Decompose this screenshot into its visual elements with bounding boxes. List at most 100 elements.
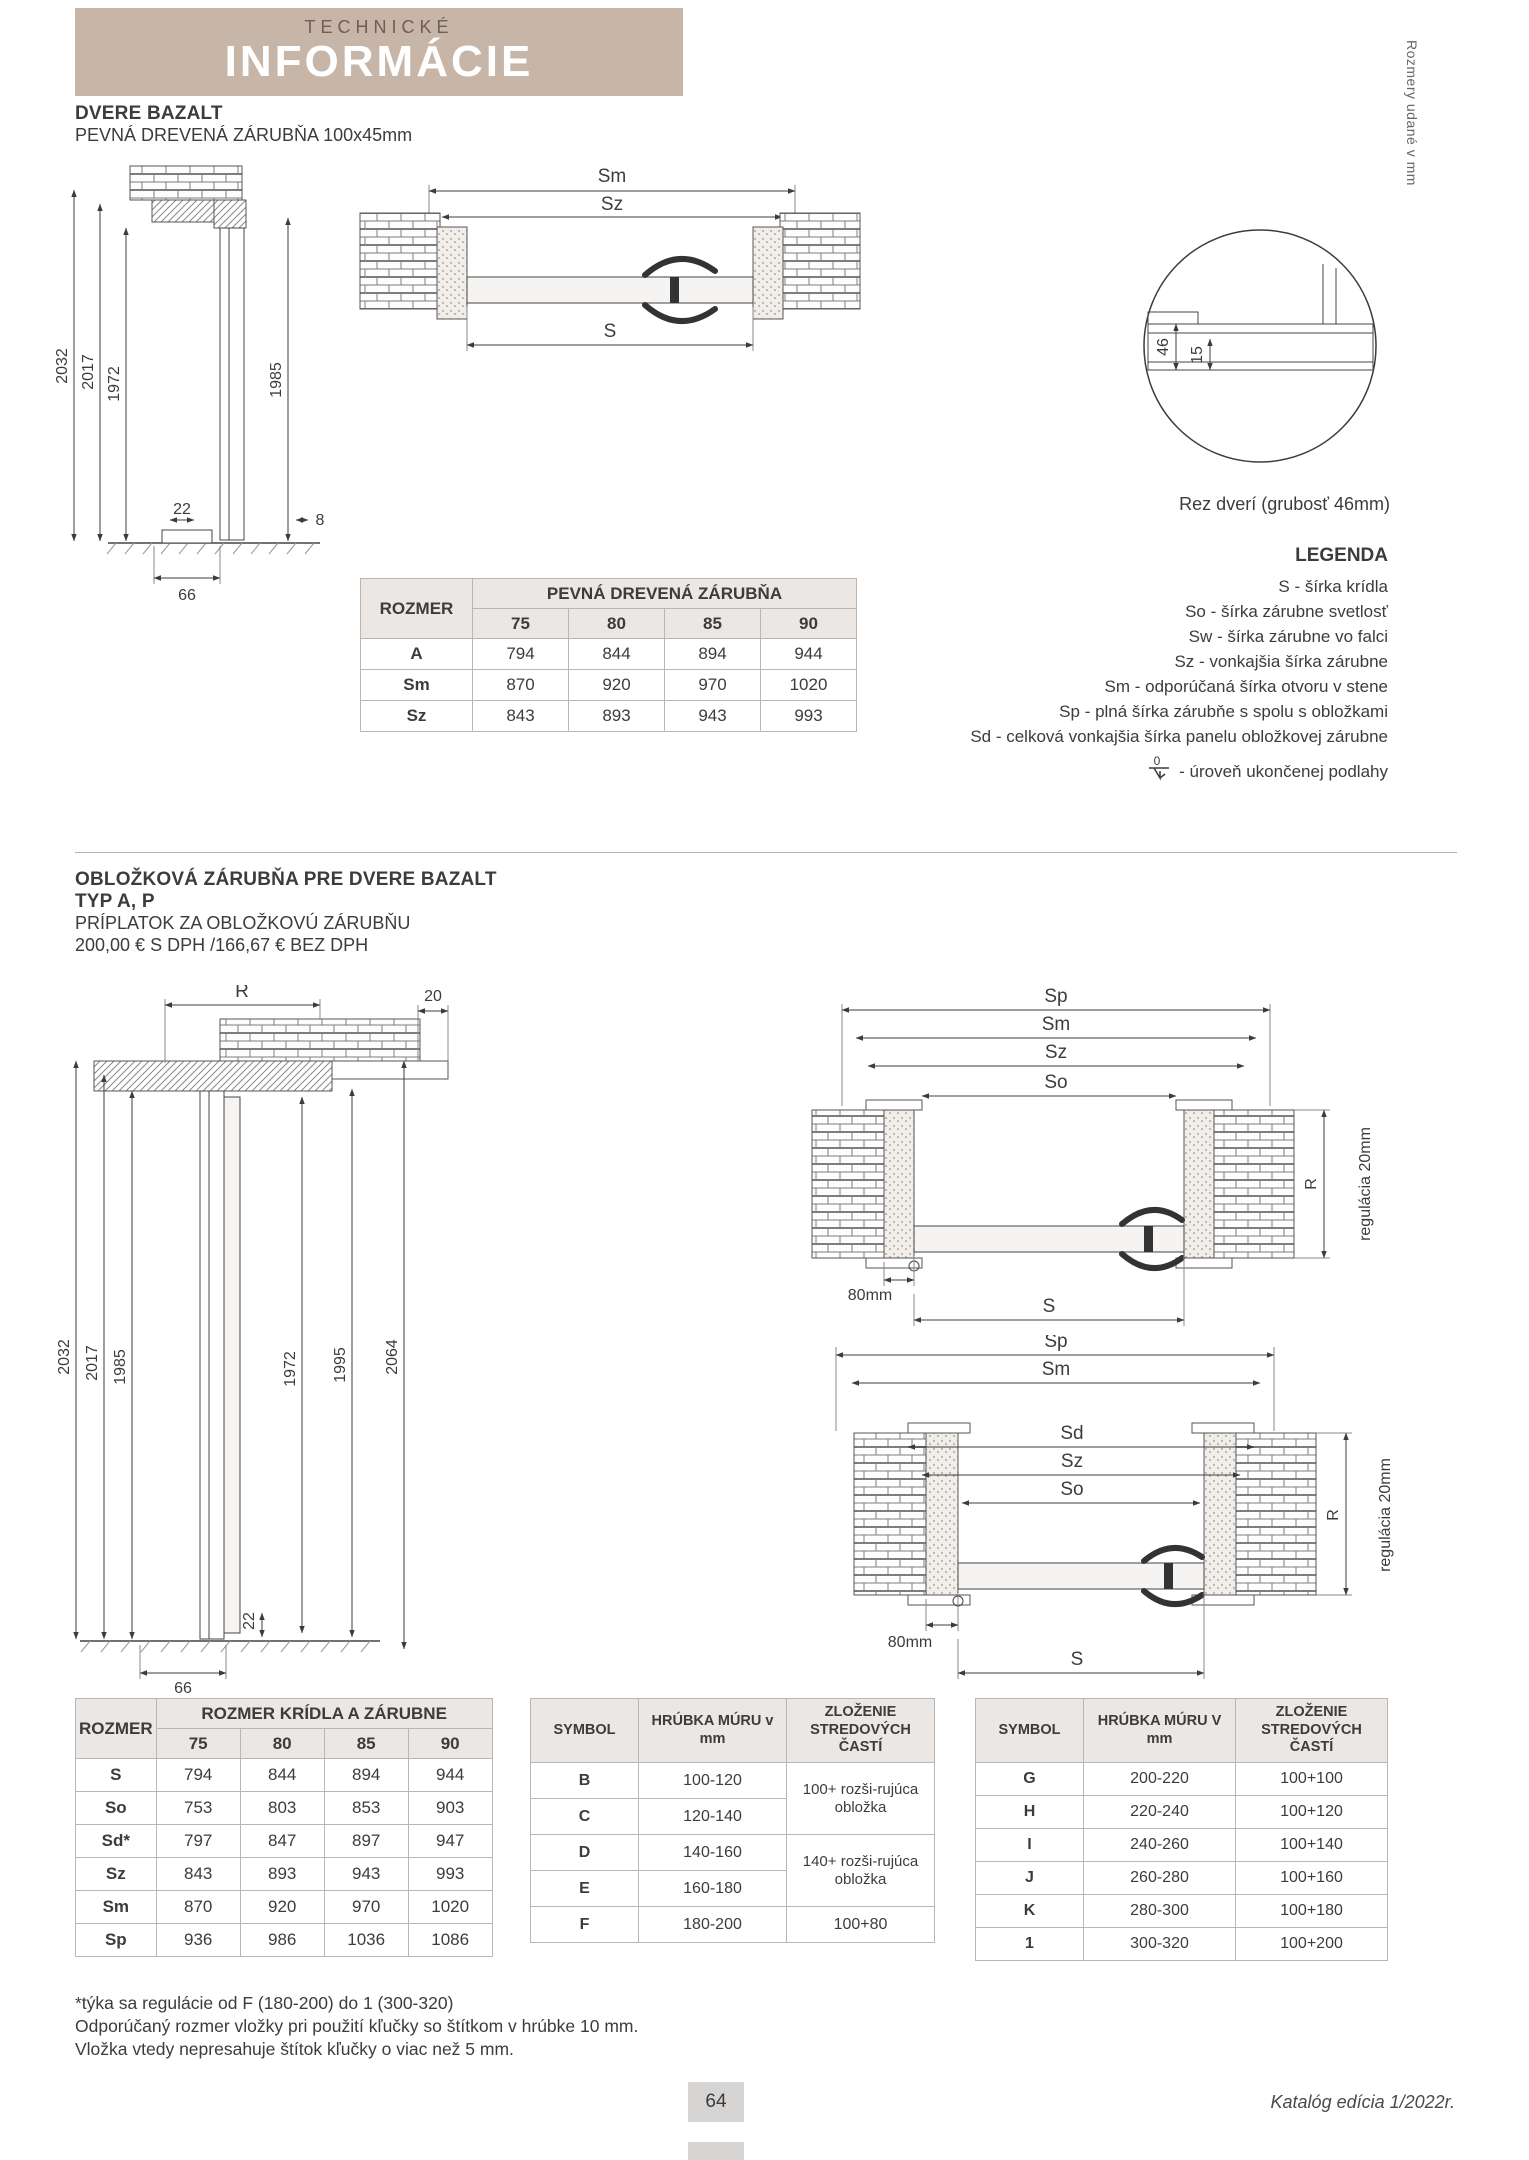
row-label: Sp — [75, 1923, 157, 1957]
legend-item: Sd - celková vonkajšia šírka panelu oblo… — [970, 727, 1388, 746]
table-symbol-g-1: SYMBOL HRÚBKA MÚRU V mm ZLOŽENIE STREDOV… — [975, 1698, 1388, 1961]
section2-surcharge-label: PRÍPLATOK ZA OBLOŽKOVÚ ZÁRUBŇU — [75, 913, 411, 933]
dim-label: 2064 — [384, 1339, 401, 1375]
dim-label: Sm — [1042, 1359, 1071, 1380]
dimensions-bottom: 80mm S R regulácia 20mm — [888, 1432, 1394, 1679]
thickness-cell: 180-200 — [638, 1906, 787, 1943]
table-row: Sm 870 920 970 1020 — [360, 669, 857, 701]
row-label: Sz — [75, 1857, 157, 1891]
dim-label: regulácia 20mm — [1377, 1458, 1394, 1572]
dim-label: 1985 — [112, 1349, 129, 1385]
col-header: ZLOŽENIE STREDOVÝCH ČASTÍ — [1235, 1698, 1388, 1763]
col-header: 90 — [407, 1728, 493, 1759]
col-header: HRÚBKA MÚRU v mm — [638, 1698, 787, 1763]
dim-label: Sm — [598, 166, 627, 187]
col-header: 80 — [568, 608, 665, 639]
col-header: 75 — [472, 608, 569, 639]
col-header: HRÚBKA MÚRU V mm — [1083, 1698, 1236, 1763]
brick-wall-left — [853, 1432, 935, 1596]
value-cell: 794 — [155, 1758, 241, 1792]
value-cell: 797 — [155, 1824, 241, 1858]
header-badge: TECHNICKÉ INFORMÁCIE — [75, 8, 683, 96]
table-row: Sd* 797 847 897 947 — [75, 1824, 493, 1858]
symbol-cell: E — [530, 1870, 639, 1907]
col-header: 85 — [664, 608, 761, 639]
structure — [80, 1018, 449, 1653]
frame-jamb-left — [436, 226, 468, 320]
row-label: A — [360, 638, 473, 670]
frame-jamb-left — [883, 1109, 915, 1259]
door-leaf — [223, 1096, 241, 1634]
row-label: Sd* — [75, 1824, 157, 1858]
col-header: 80 — [239, 1728, 325, 1759]
brick-wall — [129, 165, 243, 201]
col-header: SYMBOL — [975, 1698, 1084, 1763]
dim-label: 1995 — [332, 1347, 349, 1383]
table-row: So 753 803 853 903 — [75, 1791, 493, 1825]
dim-label: 2017 — [80, 354, 97, 390]
symbol-cell: B — [530, 1762, 639, 1799]
row-label: Sz — [360, 700, 473, 732]
door-handle — [1119, 1251, 1185, 1272]
section1-subtitle: PEVNÁ DREVENÁ ZÁRUBŇA 100x45mm — [75, 125, 413, 145]
page-number-text: 64 — [705, 2091, 727, 2112]
door-frame — [219, 227, 245, 541]
table-row: G 200-220 100+100 — [975, 1762, 1388, 1796]
dim-label: regulácia 20mm — [1357, 1127, 1374, 1241]
symbol-cell: D — [530, 1834, 639, 1871]
symbol-cell: K — [975, 1894, 1084, 1928]
door-handle — [642, 302, 718, 324]
value-cell: 803 — [239, 1791, 325, 1825]
composition-cell: 100+200 — [1235, 1927, 1388, 1961]
table-row: F 180-200 100+80 — [530, 1906, 935, 1943]
table-header-row: SYMBOL HRÚBKA MÚRU v mm ZLOŽENIE STREDOV… — [530, 1698, 935, 1763]
table-rozmer-kridla-a-zarubne: ROZMER ROZMER KRÍDLA A ZÁRUBNE 75 80 85 … — [75, 1698, 493, 1957]
structure — [359, 212, 861, 324]
dimensions-top: Sp Sm — [835, 1335, 1275, 1431]
table-row: I 240-260 100+140 — [975, 1828, 1388, 1862]
row-label: S — [75, 1758, 157, 1792]
col-header: SYMBOL — [530, 1698, 639, 1763]
table-row: H 220-240 100+120 — [975, 1795, 1388, 1829]
table-pevna-drevena-zarubna: ROZMER PEVNÁ DREVENÁ ZÁRUBŇA 75 80 85 90… — [360, 578, 857, 732]
symbol-cell: J — [975, 1861, 1084, 1895]
value-cell: 897 — [323, 1824, 409, 1858]
thickness-cell: 140-160 — [638, 1834, 787, 1871]
dim-label: 2032 — [56, 1339, 73, 1375]
frame-jamb-right — [752, 226, 784, 320]
value-cell: 1020 — [760, 669, 857, 701]
legend-floor-text: - úroveň ukončenej podlahy — [1179, 762, 1388, 781]
table-row: Sz 843 893 943 993 — [360, 700, 857, 732]
value-cell: 794 — [472, 638, 569, 670]
legend-item: So - šírka zárubne svetlosť — [1185, 602, 1388, 621]
composition-cell: 100+100 — [1235, 1762, 1388, 1796]
table-symbol-b-f: SYMBOL HRÚBKA MÚRU v mm ZLOŽENIE STREDOV… — [530, 1698, 935, 1943]
table-row: 1 300-320 100+200 — [975, 1927, 1388, 1961]
architrave-extension — [331, 1060, 449, 1080]
dim-label: 20 — [424, 988, 442, 1005]
footnote: Vložka vtedy nepresahuje štítok kľučky o… — [75, 2039, 514, 2059]
thickness-cell: 100-120 — [638, 1762, 787, 1799]
dimensions: 46 15 — [1155, 323, 1213, 371]
brick-wall-left — [359, 212, 441, 310]
dimensions-bottom: S — [466, 307, 754, 351]
legend-title: LEGENDA — [1295, 545, 1388, 566]
value-cell: 753 — [155, 1791, 241, 1825]
symbol-cell: H — [975, 1795, 1084, 1829]
value-cell: 843 — [155, 1857, 241, 1891]
dim-label: So — [1044, 1072, 1067, 1093]
dim-label: 80mm — [848, 1287, 892, 1304]
floor-level-icon: 0 — [1147, 754, 1171, 788]
col-header: ZLOŽENIE STREDOVÝCH ČASTÍ — [786, 1698, 935, 1763]
table-header-row: ROZMER PEVNÁ DREVENÁ ZÁRUBŇA — [360, 578, 857, 639]
header-kicker: TECHNICKÉ — [304, 17, 454, 37]
table-row: K 280-300 100+180 — [975, 1894, 1388, 1928]
brick-wall-right — [1235, 1432, 1317, 1596]
value-cell: 1086 — [407, 1923, 493, 1957]
dim-label: Sm — [1042, 1014, 1071, 1035]
table-sizes-row: 75 80 85 90 — [76, 1728, 493, 1759]
table-row: Sm 870 920 970 1020 — [75, 1890, 493, 1924]
cover-panel — [1175, 1099, 1233, 1111]
legend: LEGENDA S - šírka krídla So - šírka záru… — [958, 545, 1388, 788]
